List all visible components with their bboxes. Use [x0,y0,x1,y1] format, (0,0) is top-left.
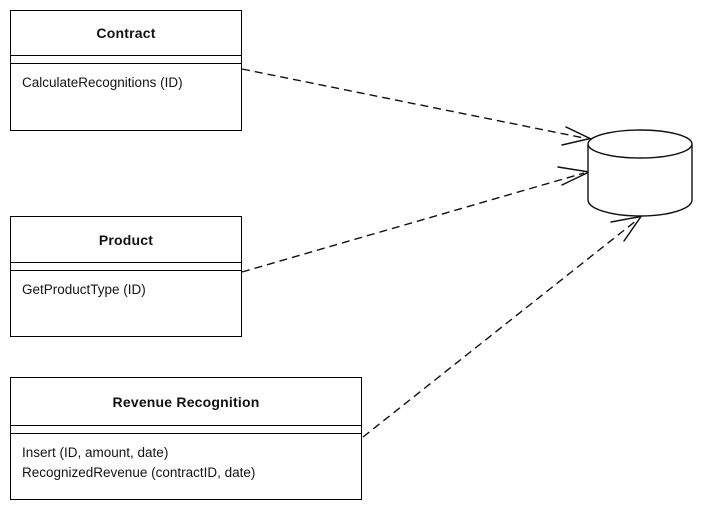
uml-class-name-product: Product [11,217,241,263]
uml-operations-compartment-revenue-recognition: Insert (ID, amount, date) RecognizedReve… [11,434,361,499]
database-cylinder[interactable] [586,126,698,222]
connector-line [362,219,638,438]
connector-contract-to-database [241,68,593,146]
uml-operation: GetProductType (ID) [22,282,146,297]
uml-attributes-compartment-revenue-recognition [11,426,361,434]
uml-class-revenue-recognition[interactable]: Revenue Recognition Insert (ID, amount, … [10,377,362,500]
uml-operation: RecognizedRevenue (contractID, date) [22,465,256,480]
connector-line [241,172,585,273]
arrowhead-open-icon [557,166,592,186]
connector-revenuerecognition-to-database [362,215,643,438]
connector-line [241,68,585,139]
uml-class-name-contract: Contract [11,11,241,56]
uml-class-product[interactable]: Product GetProductType (ID) [10,216,242,337]
uml-attributes-compartment-contract [11,56,241,64]
uml-class-name-revenue-recognition: Revenue Recognition [11,378,361,426]
cylinder-top-ellipse [587,129,693,159]
uml-operation: Insert (ID, amount, date) [22,445,169,460]
connector-product-to-database [241,166,592,273]
uml-attributes-compartment-product [11,263,241,271]
uml-class-contract[interactable]: Contract CalculateRecognitions (ID) [10,10,242,131]
uml-operation: CalculateRecognitions (ID) [22,75,183,90]
uml-operations-compartment-contract: CalculateRecognitions (ID) [11,64,241,130]
uml-operations-compartment-product: GetProductType (ID) [11,271,241,336]
cylinder-body [587,144,693,217]
